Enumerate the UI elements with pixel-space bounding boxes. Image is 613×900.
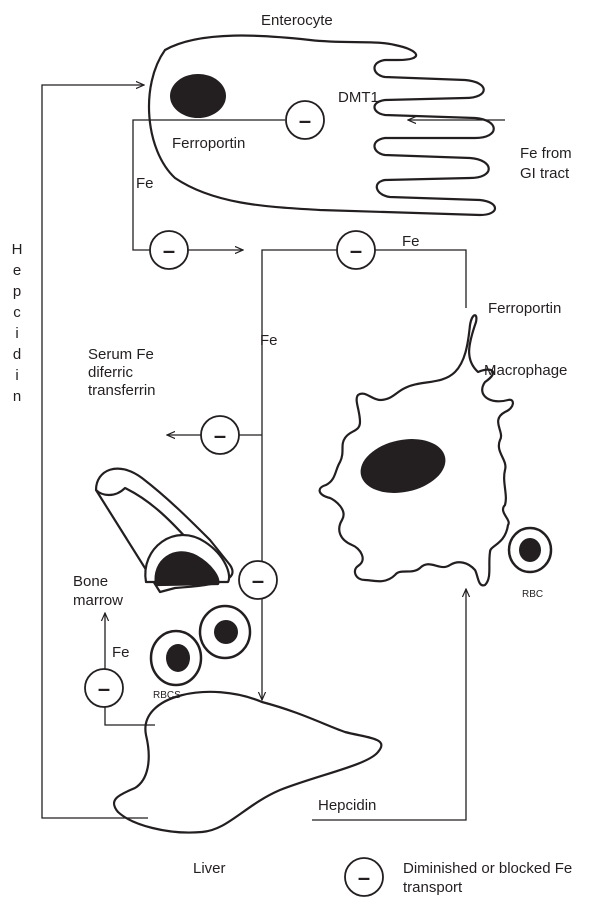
- rbc-lower-2: [200, 606, 250, 658]
- rbc-right: [509, 528, 551, 572]
- svg-text:–: –: [350, 238, 362, 263]
- inhibition-enterocyte-exit: –: [150, 231, 188, 269]
- legend-text-1: Diminished or blocked Fe: [403, 860, 572, 877]
- inhibition-dmt1: –: [286, 101, 324, 139]
- fe-bone-label: Fe: [112, 644, 130, 661]
- dmt1-label: DMT1: [338, 89, 379, 106]
- bone-label-2: marrow: [73, 592, 123, 609]
- rbc-lower-1: [151, 631, 201, 685]
- legend-inhibition-symbol: –: [345, 858, 383, 896]
- hepcidin-letter: p: [13, 283, 21, 300]
- hepcidin-letter: c: [13, 304, 21, 321]
- hepcidin-arrow-label: Hepcidin: [318, 797, 376, 814]
- hepcidin-to-macrophage-path: [312, 589, 466, 820]
- serum-line-1: Serum Fe: [88, 346, 154, 363]
- macrophage-exit-path: [262, 250, 466, 435]
- liver-label: Liver: [193, 860, 226, 877]
- svg-text:–: –: [214, 423, 226, 448]
- legend-text-2: transport: [403, 879, 463, 896]
- hepcidin-to-enterocyte-path: [42, 85, 148, 818]
- inhibition-bone-marrow: –: [85, 669, 123, 707]
- fe-from-label: Fe from: [520, 145, 572, 162]
- bone-shape: [96, 469, 233, 592]
- macrophage-nucleus: [356, 432, 451, 501]
- fe-top-label: Fe: [402, 233, 420, 250]
- legend: – Diminished or blocked Fe transport: [345, 858, 572, 896]
- fe-left-label: Fe: [136, 175, 154, 192]
- serum-line-3: transferrin: [88, 382, 156, 399]
- inhibition-serum-liver: –: [239, 561, 277, 599]
- svg-text:–: –: [358, 865, 370, 890]
- inhibition-macrophage-ferroportin: –: [337, 231, 375, 269]
- bone-label-1: Bone: [73, 573, 108, 590]
- rbcs-label: RBCS: [153, 690, 181, 701]
- hepcidin-letter: H: [12, 241, 23, 258]
- svg-text:–: –: [98, 676, 110, 701]
- svg-text:–: –: [299, 108, 311, 133]
- svg-text:–: –: [163, 238, 175, 263]
- liver-to-bone-marrow-path: [105, 613, 155, 725]
- hepcidin-letter: e: [13, 262, 21, 279]
- ferroportin-macrophage-label: Ferroportin: [488, 300, 561, 317]
- hepcidin-letter: n: [13, 388, 21, 405]
- hepcidin-letter: d: [13, 346, 21, 363]
- hepcidin-vertical-label: H e p c i d i n: [12, 241, 23, 405]
- hepcidin-letter: i: [15, 367, 18, 384]
- svg-text:–: –: [252, 568, 264, 593]
- enterocyte-nucleus: [170, 74, 226, 118]
- fe-middle-label: Fe: [260, 332, 278, 349]
- ferroportin-enterocyte-label: Ferroportin: [172, 135, 245, 152]
- gi-tract-label: GI tract: [520, 165, 570, 182]
- rbc-label: RBC: [522, 589, 543, 600]
- hepcidin-letter: i: [15, 325, 18, 342]
- inhibition-bone: –: [201, 416, 239, 454]
- enterocyte-label: Enterocyte: [261, 12, 333, 29]
- serum-line-2: diferric: [88, 364, 134, 381]
- macrophage-label: Macrophage: [484, 362, 567, 379]
